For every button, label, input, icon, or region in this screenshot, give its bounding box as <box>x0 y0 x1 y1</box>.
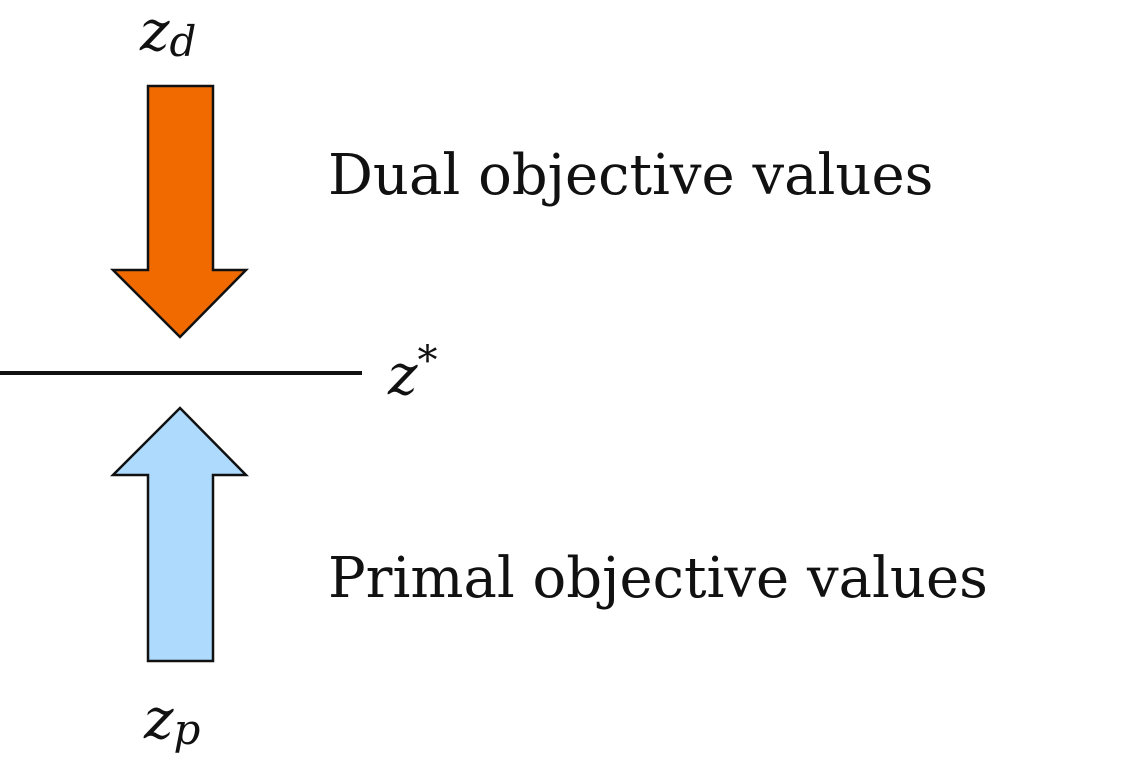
primal-arrow <box>109 406 249 663</box>
dual-bound-subscript: d <box>170 17 197 66</box>
dual-objective-label: Dual objective values <box>328 143 933 208</box>
primal-bound-symbol: zp <box>143 687 200 754</box>
dual-bound-symbol: zd <box>139 0 196 66</box>
primal-bound-base: z <box>143 687 174 752</box>
dual-arrow <box>109 84 249 339</box>
primal-objective-label: Primal objective values <box>328 546 988 611</box>
primal-bound-subscript: p <box>174 705 201 754</box>
optimum-superscript: * <box>418 338 438 384</box>
optimum-symbol: z* <box>387 338 438 408</box>
optimum-base: z <box>387 343 418 408</box>
dual-bound-base: z <box>139 0 170 64</box>
